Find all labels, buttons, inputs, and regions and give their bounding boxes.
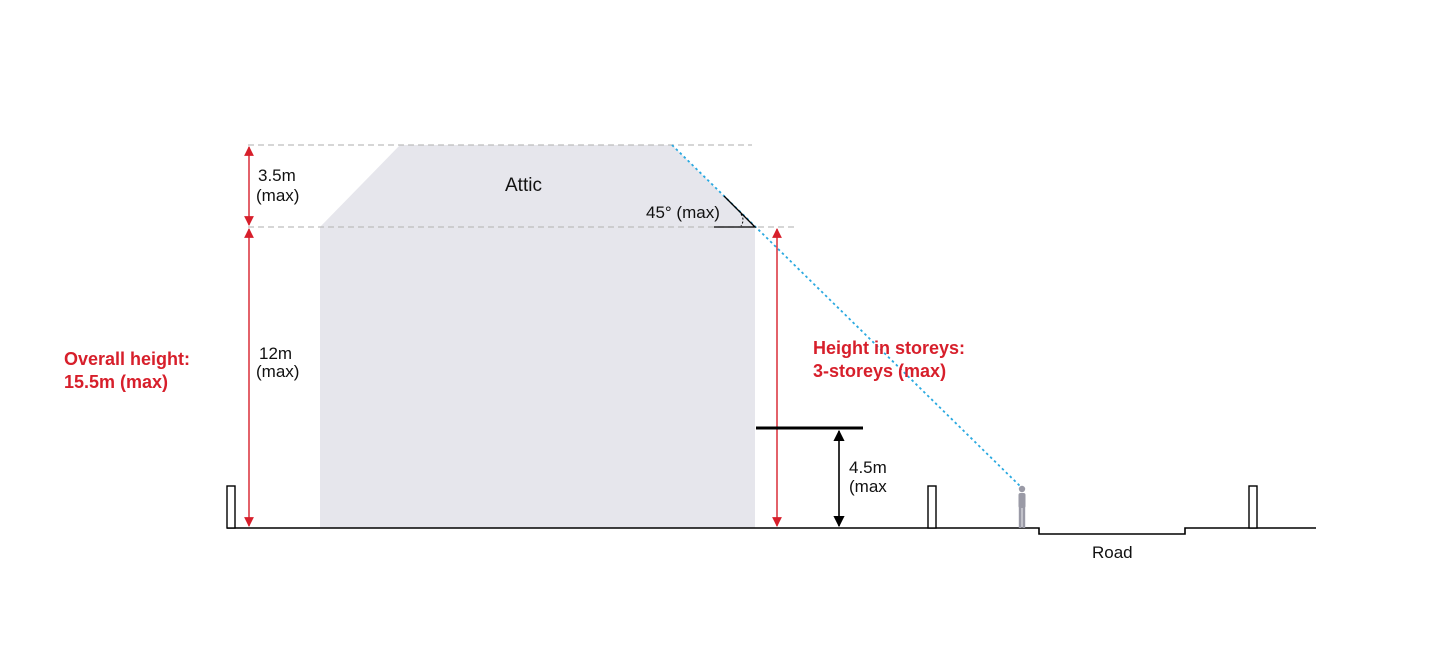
attic-height-qualifier: (max) — [256, 186, 299, 205]
left-post — [226, 485, 236, 529]
attic-height-value: 3.5m — [258, 166, 296, 185]
ground-line — [227, 527, 1316, 535]
overall-height-title: Overall height: — [64, 349, 190, 369]
angle-indicator — [714, 195, 757, 228]
wall-height-value: 12m — [259, 344, 292, 363]
wall-height-qualifier: (max) — [256, 362, 299, 381]
sightline — [671, 144, 1023, 489]
angle-arc — [740, 213, 744, 227]
storeys-title: Height in storeys: — [813, 338, 965, 358]
middle-post — [927, 485, 937, 529]
angle-label: 45° (max) — [646, 203, 720, 222]
road-label: Road — [1092, 543, 1133, 562]
pedestrian-figure — [1018, 485, 1026, 528]
storeys-value: 3-storeys (max) — [813, 361, 946, 381]
attic-label: Attic — [505, 175, 542, 196]
right-post — [1248, 485, 1258, 529]
building-silhouette — [320, 145, 755, 528]
overall-height-value: 15.5m (max) — [64, 372, 168, 392]
street-wall-value: 4.5m — [849, 458, 887, 477]
street-wall-qualifier: (max — [849, 477, 887, 496]
